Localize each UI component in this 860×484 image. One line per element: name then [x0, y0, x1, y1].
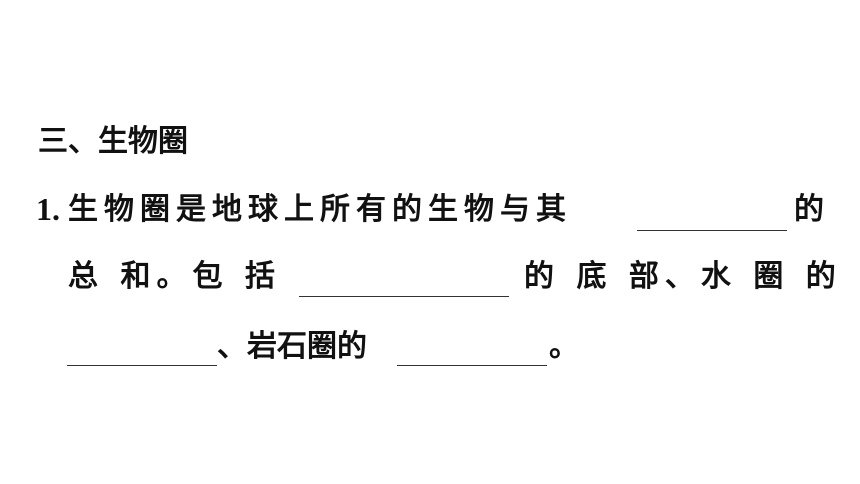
question-line3-mid: 、岩石圈的 — [217, 329, 367, 364]
answer-blank-4 — [397, 365, 547, 366]
answer-blank-2 — [299, 296, 509, 297]
question-line1-end: 的 — [794, 192, 824, 227]
question-line2-start: 总 和。包 括 — [68, 259, 281, 294]
section-heading: 三、生物圈 — [38, 124, 188, 159]
answer-blank-1 — [637, 230, 787, 231]
question-line3-end: 。 — [549, 329, 579, 364]
question-number: 1. — [36, 191, 60, 227]
question-line1-text: 生物圈是地球上所有的生物与其 — [68, 192, 572, 227]
question-line2-end: 的 底 部、水 圈 的 — [524, 259, 842, 294]
answer-blank-3 — [67, 365, 217, 366]
